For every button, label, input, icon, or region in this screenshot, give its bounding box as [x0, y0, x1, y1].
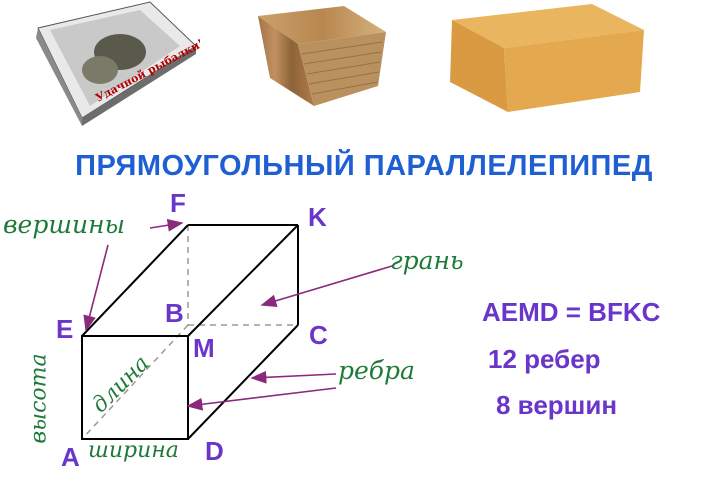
term-edges: ребра: [338, 356, 415, 385]
edges-count: 12 ребер: [488, 344, 601, 374]
vertex-label-k: K: [308, 202, 327, 232]
wood-block-photo: [258, 6, 386, 106]
vertex-label-a: A: [61, 442, 80, 472]
equality-statement: AEMD = BFKC: [482, 297, 661, 327]
matchbox-photo: Удачной рыбалки!: [36, 1, 200, 126]
pointer-arrows: [83, 218, 393, 411]
vertices-count: 8 вершин: [496, 390, 618, 420]
hidden-edges: [81, 225, 298, 440]
brick-photo: [450, 4, 644, 112]
term-height: высота: [26, 353, 52, 444]
vertex-label-d: D: [205, 436, 224, 466]
vertex-label-c: C: [309, 320, 328, 350]
vertex-label-b: B: [165, 298, 184, 328]
term-face: грань: [390, 246, 464, 275]
vertex-label-m: M: [193, 333, 215, 363]
term-width: ширина: [88, 438, 179, 463]
term-vertices: вершины: [3, 210, 125, 239]
vertex-label-f: F: [170, 188, 186, 218]
vertex-label-e: E: [56, 314, 74, 344]
visible-edges: [81, 224, 299, 440]
page-title: ПРЯМОУГОЛЬНЫЙ ПАРАЛЛЕЛЕПИПЕД: [75, 150, 653, 182]
